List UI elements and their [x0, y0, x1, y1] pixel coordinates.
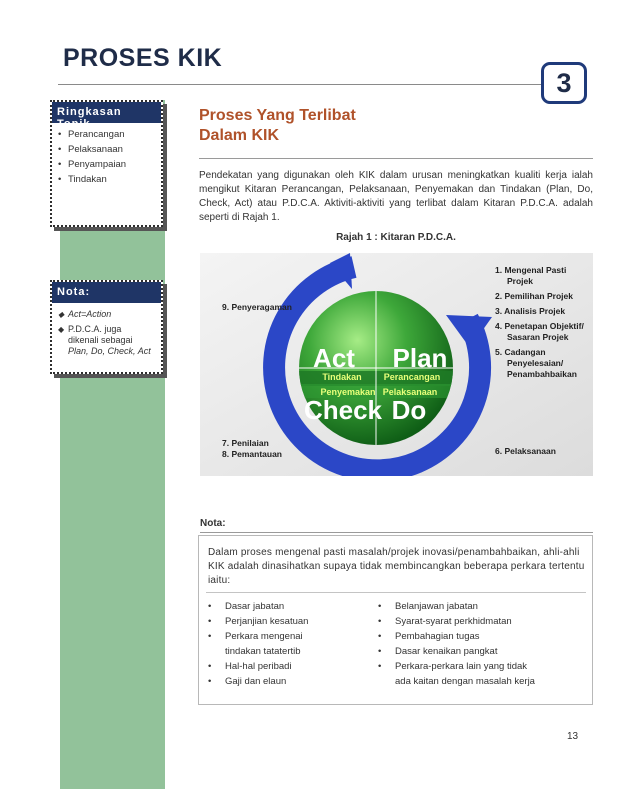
quadrant-do: Do: [392, 395, 427, 425]
step-label: 4. Penetapan Objektif/: [495, 321, 584, 331]
sublabel-act: Tindakan: [322, 372, 361, 382]
note-list-item: •Gaji dan elaun: [208, 676, 287, 687]
summary-item: •Tindakan: [58, 174, 107, 185]
sublabel-do: Pelaksanaan: [383, 387, 438, 397]
sublabel-check: Penyemakan: [320, 387, 375, 397]
note-panel: [198, 535, 593, 705]
step-label: 2. Pemilihan Projek: [495, 291, 573, 301]
ring-arrow-icon: [330, 253, 352, 289]
page-title: PROSES KIK: [63, 44, 223, 72]
summary-item: •Penyampaian: [58, 159, 127, 170]
note-list-item: •Perkara mengenai: [208, 631, 303, 642]
title-divider: [58, 84, 548, 85]
step-label: 1. Mengenal Pasti: [495, 265, 566, 275]
note-separator: [206, 592, 586, 593]
diamond-bullet-icon: ◆: [58, 310, 65, 319]
note-list-item: •Perkara-perkara lain yang tidak: [378, 661, 528, 672]
step-label: 9. Penyeragaman: [222, 302, 292, 312]
quadrant-plan: Plan: [393, 343, 448, 373]
heading-divider: [199, 158, 593, 159]
ring-arrow-icon: [446, 315, 492, 348]
summary-list: •Perancangan •Pelaksanaan •Penyampaian •…: [52, 123, 161, 191]
sublabel-plan: Perancangan: [384, 372, 441, 382]
nota-label: Nota:: [200, 518, 226, 529]
quadrant-check: Check: [304, 395, 383, 425]
note-list-item: •Belanjawan jabatan: [378, 601, 478, 612]
note-list-item: tindakan tatatertib: [225, 646, 301, 657]
summary-box: Ringkasan Topik •Perancangan •Pelaksanaa…: [50, 100, 163, 227]
sidebar-note-heading: Nota:: [52, 282, 161, 303]
section-heading: Proses Yang Terlibat Dalam KIK: [199, 107, 356, 144]
note-list-item: •Hal-hal peribadi: [208, 661, 292, 672]
note-list-item: ada kaitan dengan masalah kerja: [395, 676, 535, 687]
intro-paragraph: Pendekatan yang digunakan oleh KIK dalam…: [199, 170, 593, 223]
note-list-item: •Dasar kenaikan pangkat: [378, 646, 498, 657]
step-label: Penyelesaian/: [507, 358, 564, 368]
step-label: 8. Pemantauan: [222, 449, 282, 459]
diamond-bullet-icon: ◆: [58, 325, 65, 334]
note-list-item: •Perjanjian kesatuan: [208, 616, 309, 627]
note-list-left: •Dasar jabatan •Perjanjian kesatuan •Per…: [206, 599, 366, 689]
step-label: 7. Penilaian: [222, 438, 269, 448]
step-label: Projek: [507, 276, 533, 286]
summary-item: •Pelaksanaan: [58, 144, 123, 155]
quadrant-act: Act: [313, 343, 355, 373]
summary-heading: Ringkasan Topik: [52, 102, 161, 130]
note-list-item: •Pembahagian tugas: [378, 631, 480, 642]
sidebar-note-box: Nota: ◆ Act=Action ◆ P.D.C.A. juga diken…: [50, 280, 163, 374]
note-list-item: •Syarat-syarat perkhidmatan: [378, 616, 512, 627]
sidebar-note-item: ◆ Act=Action: [58, 309, 112, 319]
globe-band: [299, 371, 453, 386]
nota-divider: [200, 532, 593, 533]
cycle-ring: [263, 256, 492, 476]
figure-caption: Rajah 1 : Kitaran P.D.C.A.: [336, 232, 456, 243]
step-label: 5. Cadangan: [495, 347, 546, 357]
note-list-right: •Belanjawan jabatan •Syarat-syarat perkh…: [376, 599, 586, 689]
note-paragraph: Dalam proses mengenal pasti masalah/proj…: [208, 547, 585, 586]
sidebar-note-item: ◆ P.D.C.A. juga dikenali sebagai Plan, D…: [58, 324, 151, 356]
chapter-badge: 3: [541, 62, 587, 104]
page-number: 13: [567, 731, 579, 742]
sidebar-note-list: ◆ Act=Action ◆ P.D.C.A. juga dikenali se…: [52, 303, 161, 363]
pdca-diagram: Act Plan Tindakan Perancangan Penyemakan…: [200, 253, 593, 476]
note-list-item: •Dasar jabatan: [208, 601, 285, 612]
step-label: 3. Analisis Projek: [495, 306, 565, 316]
step-label: Sasaran Projek: [507, 332, 569, 342]
step-label: Penambahbaikan: [507, 369, 577, 379]
step-label: 6. Pelaksanaan: [495, 446, 556, 456]
summary-item: •Perancangan: [58, 129, 125, 140]
